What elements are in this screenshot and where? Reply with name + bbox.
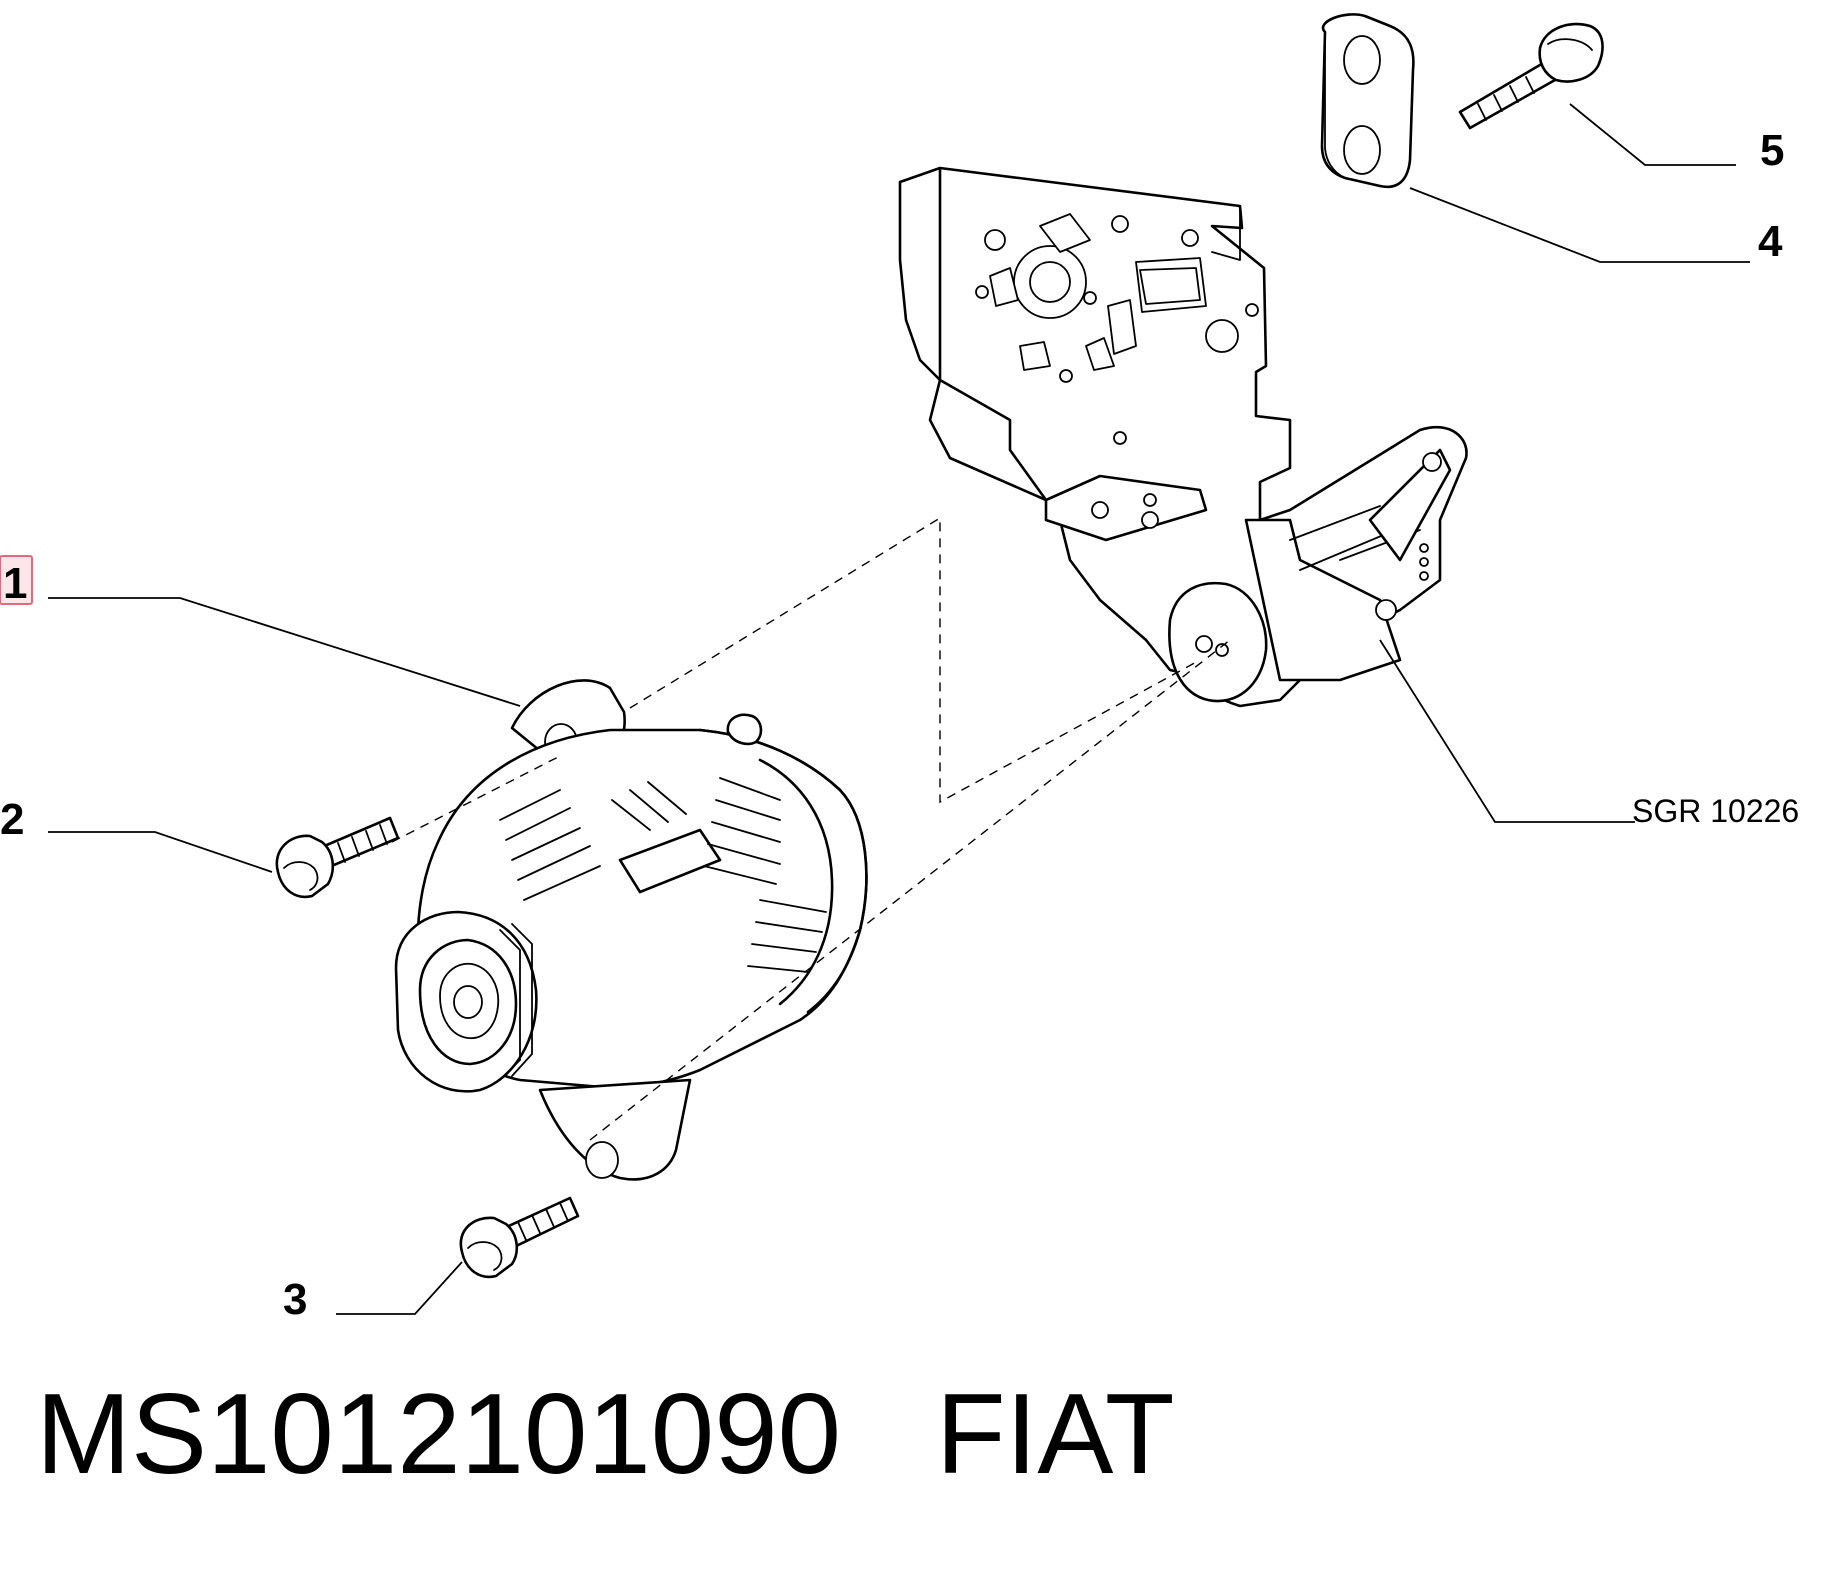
- leader-lines: [48, 103, 1750, 1315]
- part-number: MS1012101090: [36, 1371, 842, 1498]
- alternator-support-bracket: [898, 166, 1468, 708]
- leader-line-2: [48, 831, 273, 873]
- callout-3: 3: [283, 1275, 307, 1324]
- part-caption: MS1012101090 FIAT: [36, 1378, 1175, 1492]
- alternator-part-1: [394, 679, 868, 1181]
- leader-line-sgr: [1379, 639, 1635, 823]
- leader-line-4: [1409, 187, 1750, 263]
- assembly-dashed-lines: [391, 516, 1231, 1141]
- callout-5: 5: [1760, 126, 1784, 175]
- callout-4: 4: [1758, 217, 1783, 266]
- leader-line-3: [336, 1261, 463, 1315]
- bolt-part-5: [1458, 22, 1604, 130]
- leader-line-5: [1569, 103, 1736, 166]
- spacer-plate-part-4: [1320, 13, 1415, 189]
- callout-1: 1: [3, 559, 27, 608]
- callout-1-highlight: [0, 555, 33, 605]
- callout-2: 2: [0, 795, 24, 844]
- bolt-part-3: [459, 1196, 580, 1279]
- brand-name: FIAT: [936, 1371, 1175, 1498]
- leader-line-1: [48, 597, 521, 707]
- callout-sgr-reference: SGR 10226: [1632, 793, 1799, 829]
- bolt-part-2: [275, 816, 400, 899]
- callout-labels: 1 2 3 4 5 SGR 10226: [0, 126, 1799, 1324]
